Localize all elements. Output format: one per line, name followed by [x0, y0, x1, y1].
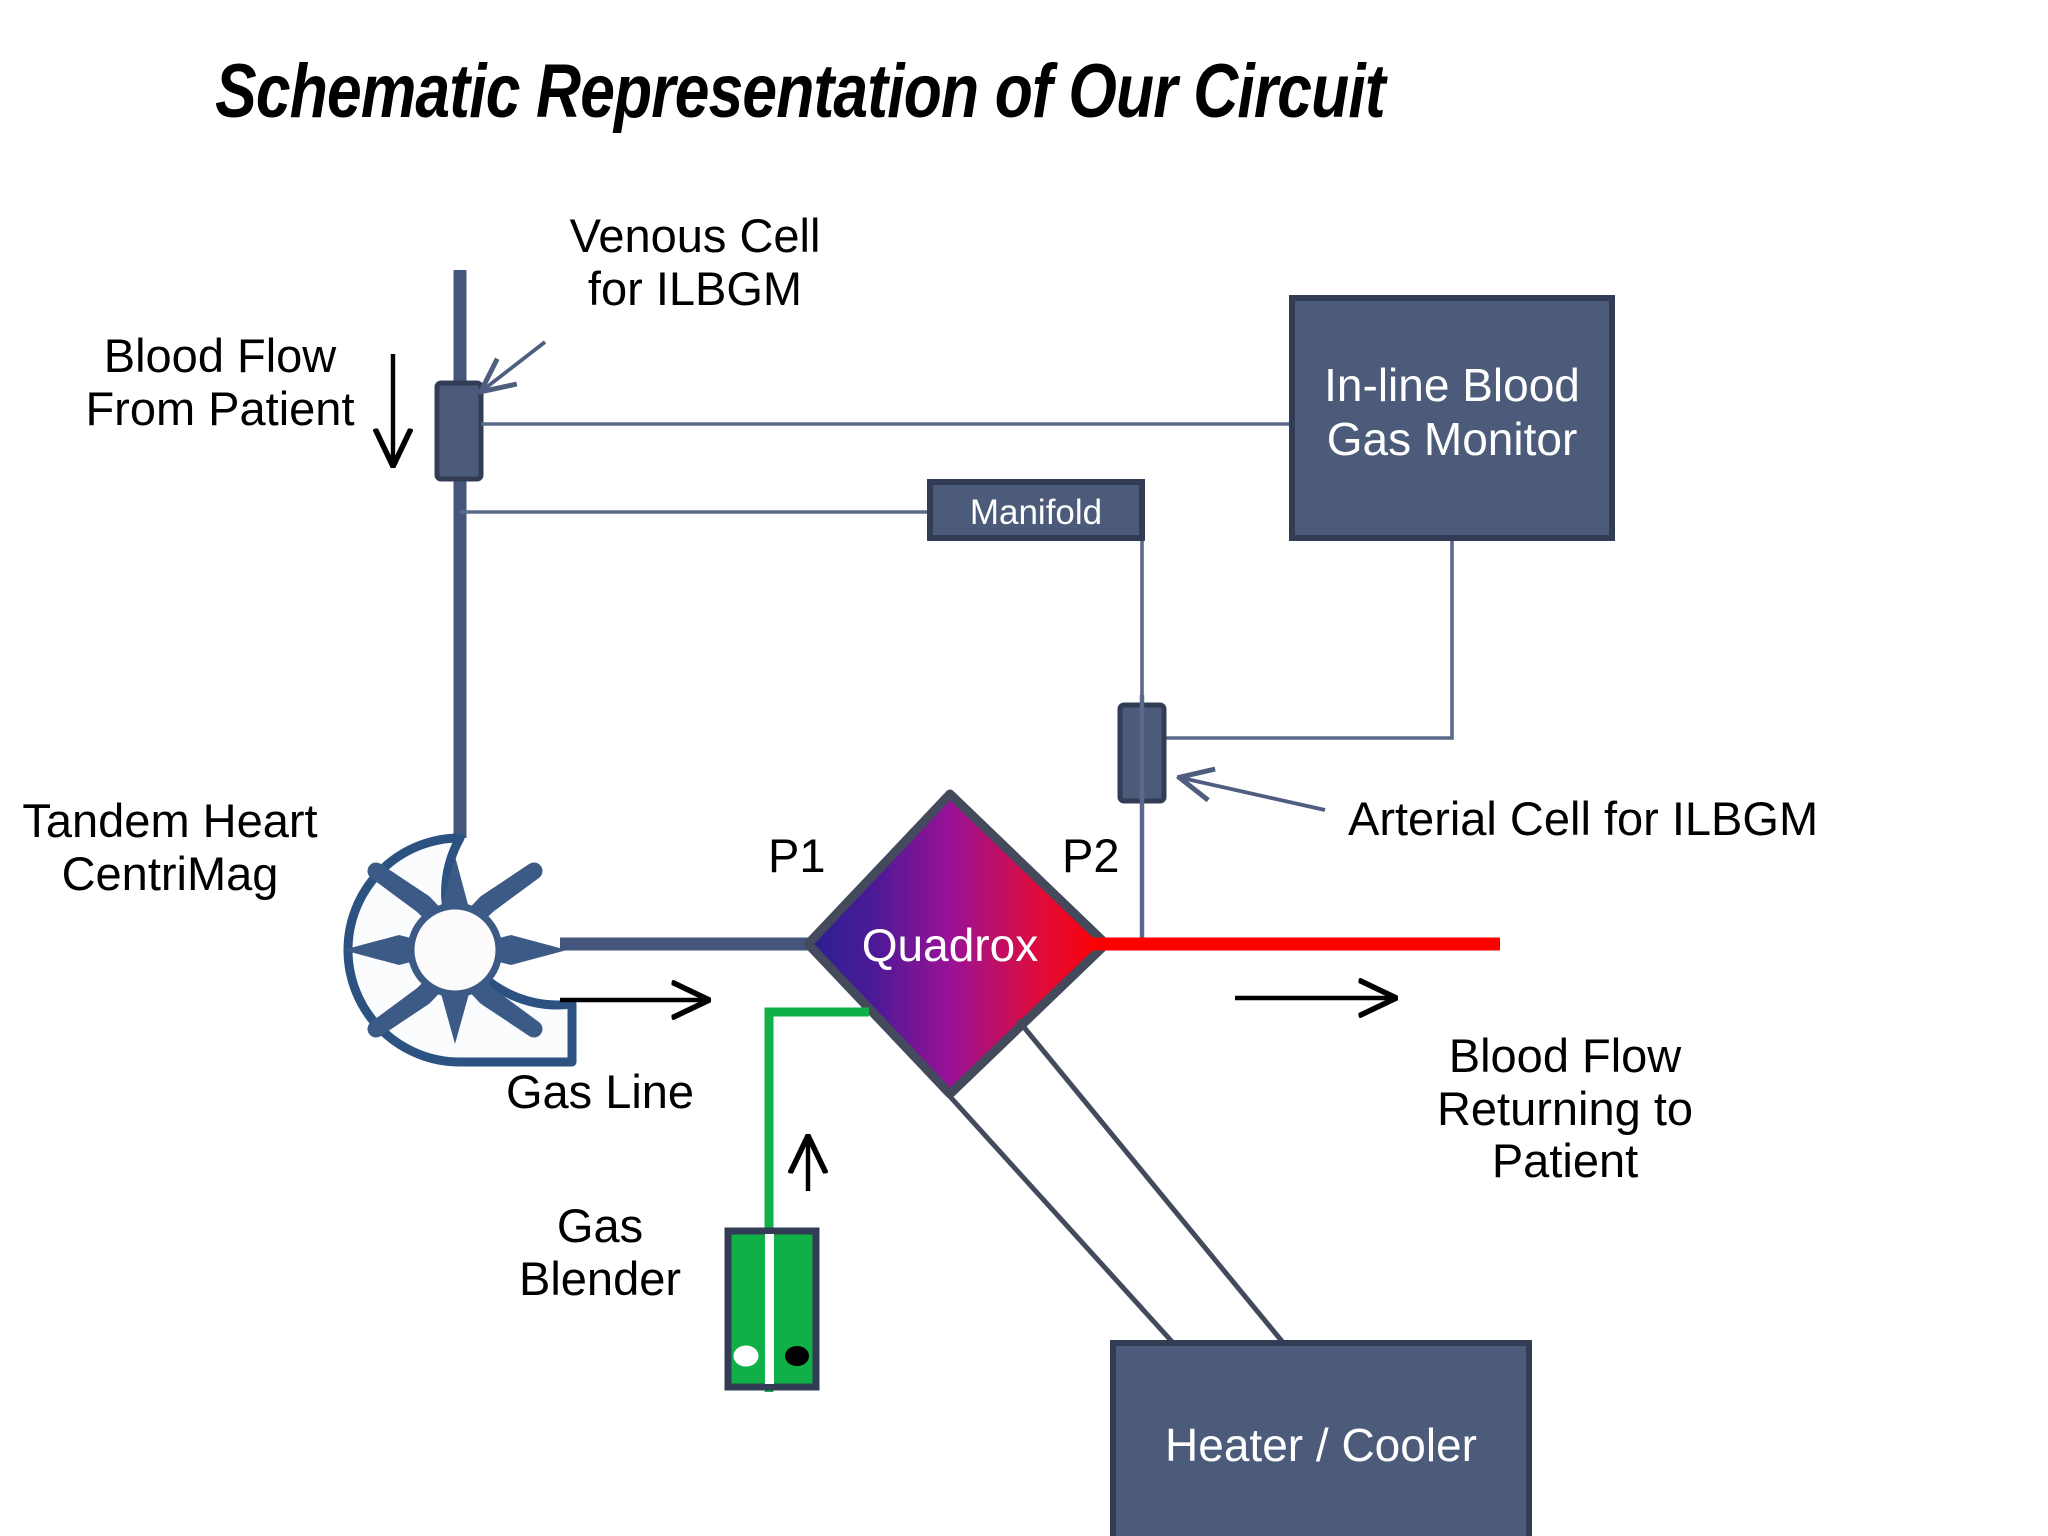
gas-blender-label: Gas Blender: [519, 1199, 681, 1305]
venous-cell-icon: [434, 380, 484, 482]
tandem-heart-label: Tandem Heart CentriMag: [22, 794, 318, 900]
heater-cooler-box[interactable]: [1110, 1340, 1532, 1536]
centrifugal-pump-icon: [343, 833, 577, 1067]
blood-flow-from-patient-label: Blood Flow From Patient: [85, 329, 355, 435]
gas-line-label: Gas Line: [505, 1065, 695, 1118]
p2-label: P2: [1062, 829, 1120, 882]
page-title: Schematic Representation of Our Circuit: [215, 49, 1385, 134]
ilbgm-monitor-box[interactable]: [1289, 295, 1615, 541]
impeller-star-icon: [343, 856, 567, 1044]
arterial-cell-label: Arterial Cell for ILBGM: [1348, 792, 1819, 845]
blender-port-white-icon: [733, 1345, 759, 1367]
blood-flow-returning-label: Blood Flow Returning to Patient: [1436, 1029, 1694, 1188]
venous-cell-label: Venous Cell for ILBGM: [569, 209, 821, 315]
heater-water-line-b: [1016, 1018, 1287, 1347]
monitor-to-arterial-line: [1157, 537, 1454, 740]
manifold-box[interactable]: [927, 479, 1145, 541]
heater-water-line-a: [933, 1078, 1177, 1347]
p1-label: P1: [768, 829, 826, 882]
gas-blender-icon: [724, 1227, 820, 1391]
arrow-pointer-icon-arterial: [1182, 778, 1326, 812]
arrow-pointer-icon-venous: [483, 340, 547, 390]
blender-port-black-icon: [785, 1346, 809, 1366]
